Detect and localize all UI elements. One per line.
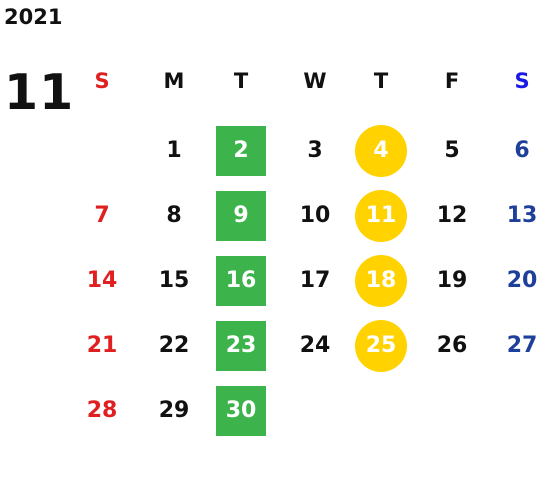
day-cell-highlighted-square[interactable]: 30	[215, 385, 267, 437]
day-cell[interactable]: 17	[299, 268, 331, 293]
day-number: 2	[233, 138, 249, 163]
day-cell[interactable]: 1	[166, 138, 182, 163]
day-cell-highlighted-square[interactable]: 16	[215, 255, 267, 307]
day-cell[interactable]: 14	[86, 268, 118, 293]
day-cell-highlighted-square[interactable]: 2	[215, 125, 267, 177]
day-cell[interactable]: 21	[86, 333, 118, 358]
day-cell[interactable]: 6	[514, 138, 530, 163]
day-number: 23	[225, 333, 257, 358]
day-cell-highlighted-square[interactable]: 9	[215, 190, 267, 242]
day-cell-highlighted-square[interactable]: 23	[215, 320, 267, 372]
weekday-header-fri: F	[444, 69, 460, 93]
day-cell[interactable]: 8	[166, 203, 182, 228]
day-cell[interactable]: 19	[436, 268, 468, 293]
day-cell[interactable]: 29	[158, 398, 190, 423]
weekday-header-tue: T	[233, 69, 249, 93]
weekday-header-mon: M	[163, 69, 185, 93]
month-number: 11	[4, 64, 75, 121]
weekday-header-thu: T	[373, 69, 389, 93]
day-cell[interactable]: 26	[436, 333, 468, 358]
weekday-header-wed: W	[303, 69, 327, 93]
day-number: 4	[373, 138, 389, 163]
day-cell-highlighted-circle[interactable]: 25	[355, 320, 407, 372]
day-number: 9	[233, 203, 249, 228]
day-cell-highlighted-circle[interactable]: 4	[355, 125, 407, 177]
day-cell-highlighted-circle[interactable]: 18	[355, 255, 407, 307]
day-number: 11	[365, 203, 397, 228]
year-label: 2021	[4, 5, 63, 29]
weekday-header-sat: S	[514, 69, 530, 93]
day-number: 25	[365, 333, 397, 358]
day-cell[interactable]: 3	[307, 138, 323, 163]
day-cell[interactable]: 10	[299, 203, 331, 228]
day-cell[interactable]: 28	[86, 398, 118, 423]
day-number: 18	[365, 268, 397, 293]
weekday-header-sun: S	[94, 69, 110, 93]
day-cell[interactable]: 22	[158, 333, 190, 358]
day-cell[interactable]: 12	[436, 203, 468, 228]
day-cell-highlighted-circle[interactable]: 11	[355, 190, 407, 242]
day-cell[interactable]: 15	[158, 268, 190, 293]
day-cell[interactable]: 7	[94, 203, 110, 228]
day-cell[interactable]: 20	[506, 268, 538, 293]
day-cell[interactable]: 5	[444, 138, 460, 163]
day-number: 16	[225, 268, 257, 293]
day-cell[interactable]: 27	[506, 333, 538, 358]
day-cell[interactable]: 13	[506, 203, 538, 228]
day-cell[interactable]: 24	[299, 333, 331, 358]
day-number: 30	[225, 398, 257, 423]
